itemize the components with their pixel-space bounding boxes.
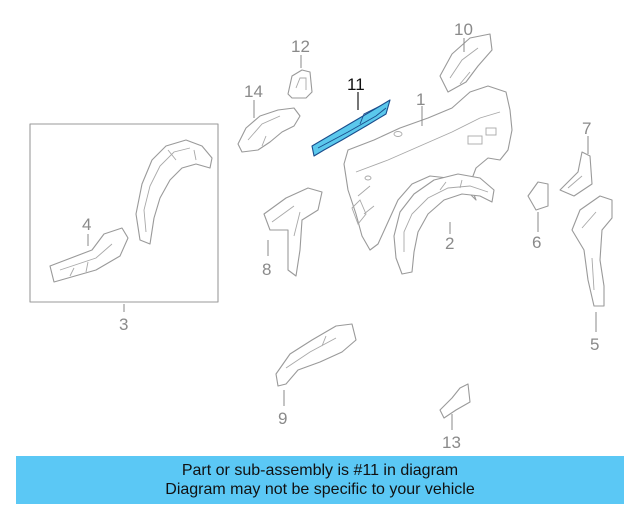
callout-6: 6: [532, 233, 541, 252]
callout-14: 14: [244, 82, 263, 101]
callout-7: 7: [582, 119, 591, 138]
callout-9: 9: [278, 409, 287, 428]
banner-line-2: Diagram may not be specific to your vehi…: [165, 481, 475, 498]
banner-line-1: Part or sub-assembly is #11 in diagram: [181, 462, 459, 479]
part-8: [263, 187, 323, 277]
part-7: [559, 151, 593, 197]
reinforcement-4: [49, 227, 129, 283]
inset-assembly-3: [29, 123, 219, 303]
info-banner: Part or sub-assembly is #11 in diagram D…: [16, 456, 624, 504]
part-5: [571, 195, 613, 307]
callout-10: 10: [454, 20, 473, 39]
callout-4: 4: [82, 215, 91, 234]
part-10: [439, 33, 493, 93]
wheel-arch-2: [393, 173, 495, 275]
part-12: [287, 69, 313, 99]
callout-2: 2: [445, 234, 454, 253]
part-11-highlighted: [311, 99, 391, 157]
wheelhouse-inner-panel: [135, 139, 213, 245]
inset-frame: [29, 123, 219, 303]
callout-13: 13: [442, 433, 461, 452]
part-9: [275, 323, 357, 387]
part-14: [237, 107, 301, 153]
quarter-panel-1: [343, 85, 513, 251]
part-6: [527, 181, 549, 211]
parts-diagram: 1 2 3 4 5 6 7 8 9 10 11 12 13 14: [29, 20, 613, 452]
callout-11: 11: [347, 75, 365, 94]
callout-5: 5: [590, 335, 599, 354]
callout-12: 12: [291, 37, 310, 56]
part-13: [439, 383, 471, 419]
callout-1: 1: [416, 90, 425, 109]
callout-3: 3: [119, 315, 128, 334]
callout-8: 8: [262, 260, 271, 279]
